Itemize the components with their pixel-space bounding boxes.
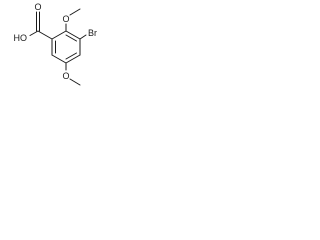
ring-bond-c1-c2 [51, 30, 67, 40]
methoxy-oxygen-top-label: O [62, 14, 69, 24]
ring-bond-c2-c3 [65, 30, 81, 40]
bond-ring-to-carboxyl [37, 30, 53, 40]
ring-double-bond-c2-c3 [65, 34, 77, 42]
bond-c-o-hydroxyl [29, 30, 39, 36]
bromine-label: Br [88, 28, 97, 38]
methoxy-oxygen-bottom-label: O [62, 71, 69, 81]
carbonyl-oxygen-label: O [34, 2, 41, 12]
ring-bond-c5-c6 [51, 54, 67, 64]
bond-oxygen-to-methyl-bottom [69, 78, 81, 86]
chemical-structure-diagram: O HO O Br O [14, 2, 97, 86]
carboxylic-acid-group: O HO [14, 2, 53, 43]
methoxy-group-bottom: O [62, 62, 81, 86]
ring-bond-c4-c5 [65, 54, 81, 64]
bond-oxygen-to-methyl-top [69, 8, 81, 16]
ring-double-bond-c4-c5 [65, 52, 77, 60]
bond-ring-to-bromine [79, 34, 87, 40]
benzene-ring [51, 30, 81, 64]
methoxy-group-top: O [62, 8, 81, 32]
hydroxyl-label: HO [14, 33, 28, 43]
bromo-substituent: Br [79, 28, 97, 40]
